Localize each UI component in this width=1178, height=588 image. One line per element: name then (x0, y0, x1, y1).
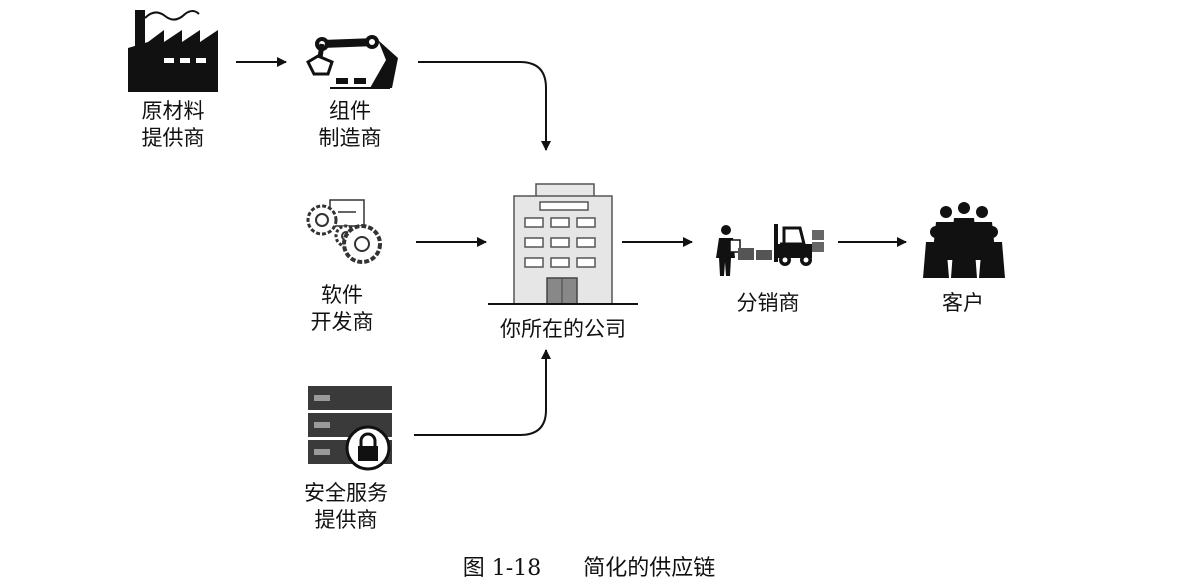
component-manufacturer-label: 组件 制造商 (300, 98, 400, 152)
factory-icon (128, 10, 218, 92)
customer-text: 客户 (942, 291, 984, 315)
component-line1: 组件 (329, 99, 371, 123)
component-line2: 制造商 (318, 126, 382, 150)
customers-group-icon (923, 202, 1005, 278)
office-building-icon (488, 183, 638, 305)
security-service-provider-label: 安全服务 提供商 (286, 480, 406, 534)
customer-label: 客户 (918, 290, 1008, 317)
robot-arm-icon (306, 35, 398, 89)
software-line2: 开发商 (310, 310, 374, 334)
security-line1: 安全服务 (304, 481, 388, 505)
arrow-component-to-company (418, 61, 551, 151)
raw-material-supplier-label: 原材料 提供商 (118, 98, 228, 152)
gears-icon (306, 199, 382, 264)
forklift-icon (716, 224, 824, 276)
your-company-label: 你所在的公司 (478, 316, 648, 343)
figure-number: 图 1-18 (462, 556, 542, 581)
distributor-text: 分销商 (736, 291, 800, 315)
company-text: 你所在的公司 (500, 317, 626, 341)
raw-material-line2: 提供商 (141, 126, 205, 150)
figure-caption: 图 1-18 简化的供应链 (0, 550, 1178, 582)
security-line2: 提供商 (314, 508, 378, 532)
software-developer-label: 软件 开发商 (292, 282, 392, 336)
server-lock-icon (308, 386, 392, 471)
arrow-security-to-company (414, 349, 551, 436)
figure-title: 简化的供应链 (583, 556, 716, 581)
distributor-label: 分销商 (718, 290, 818, 317)
raw-material-line1: 原材料 (141, 99, 205, 123)
software-line1: 软件 (321, 283, 363, 307)
